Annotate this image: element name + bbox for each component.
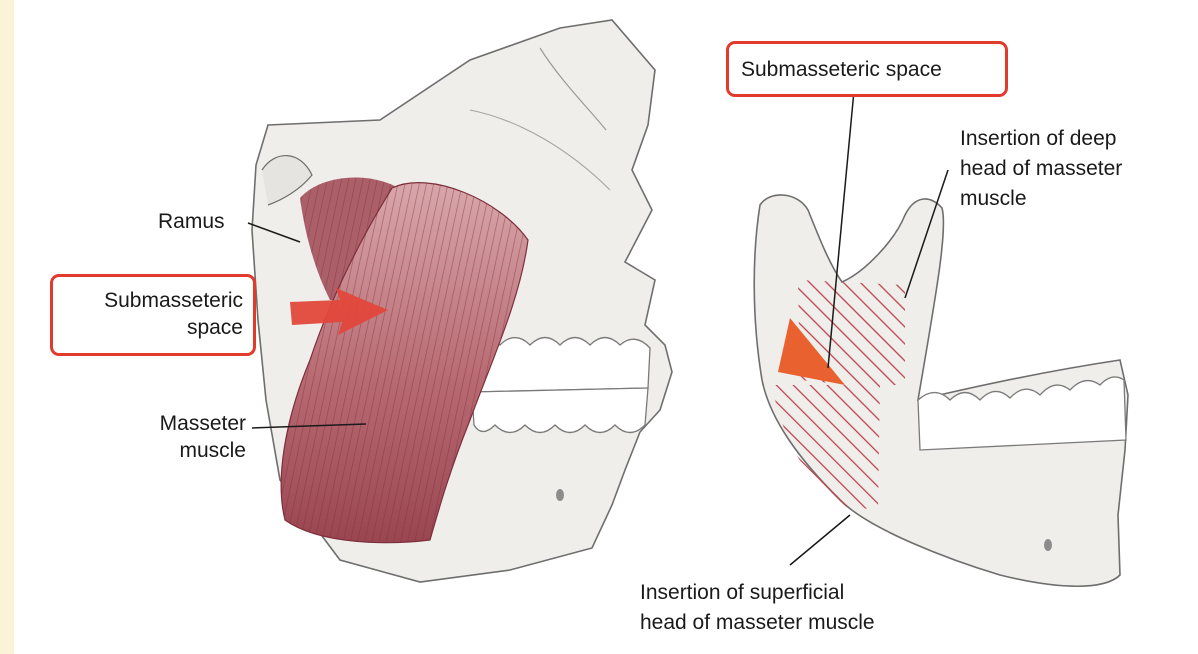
submasseteric-left-box: Submasseteric space: [50, 274, 256, 356]
deep-head-insertion-area: [798, 280, 905, 385]
submasseteric-right-box: Submasseteric space: [726, 41, 1008, 97]
red-arrow-icon: [290, 288, 388, 335]
superficial-head-leader-line: [789, 514, 851, 566]
ramus-label: Ramus: [158, 210, 225, 233]
right-teeth: [917, 376, 1127, 451]
masseter-muscle-label: Masseter muscle: [159, 412, 246, 462]
submasseteric-left-line2: space: [186, 316, 243, 339]
submasseteric-right-text: Submasseteric space: [741, 58, 942, 81]
deep-head-leader-line: [904, 169, 949, 299]
superficial-head-insertion-area: [772, 385, 880, 510]
left-teeth: [469, 336, 651, 434]
superficial-head-label: Insertion of superficial head of massete…: [640, 581, 875, 634]
submasseteric-right-leader-line: [827, 79, 856, 369]
left-skull: [251, 19, 673, 583]
ramus-leader-line: [247, 222, 301, 243]
left-margin-stripe: [0, 0, 14, 654]
masseter-leader-line: [251, 423, 367, 429]
orange-wedge-icon: [778, 318, 845, 385]
submasseteric-left-line1: Submasseteric: [104, 289, 243, 312]
right-mandible: [753, 194, 1129, 588]
deep-head-label: Insertion of deep head of masseter muscl…: [960, 127, 1123, 210]
